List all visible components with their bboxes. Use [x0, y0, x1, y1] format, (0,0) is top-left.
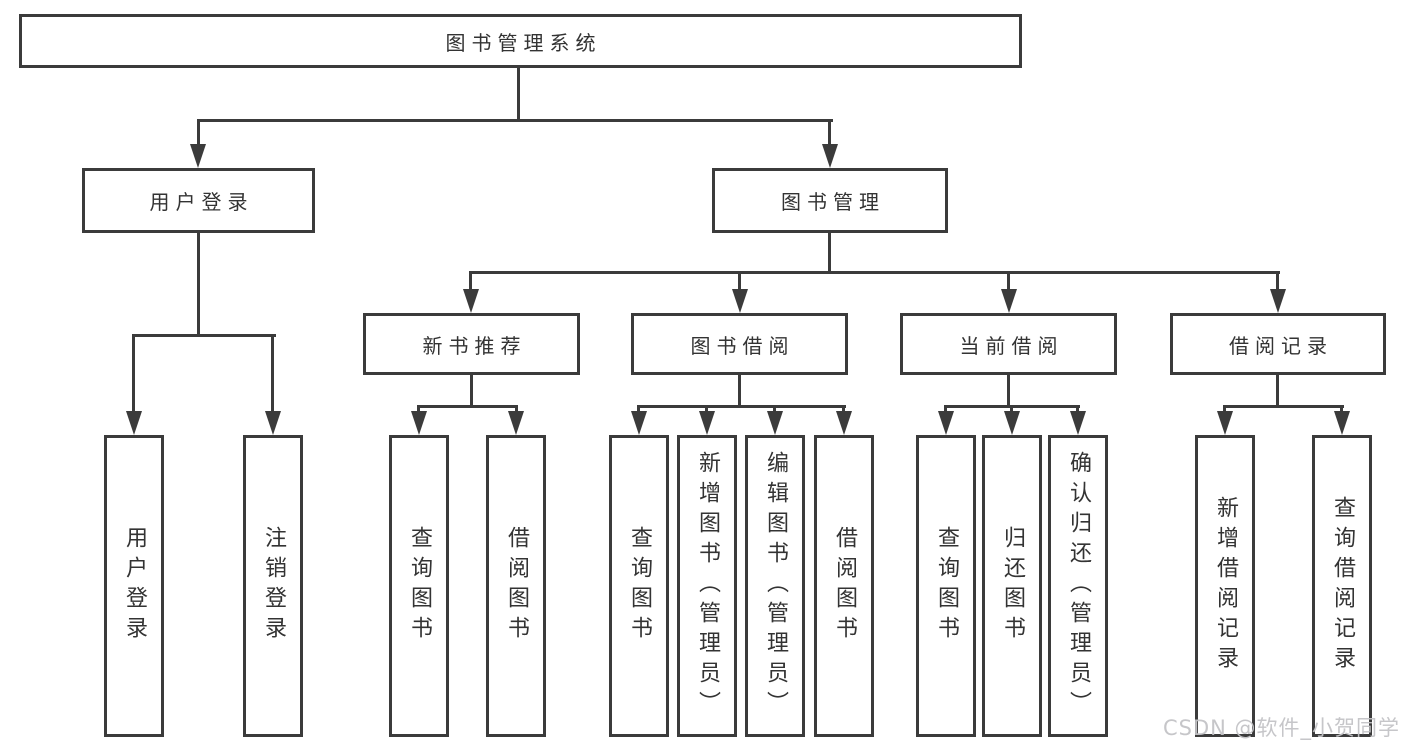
- arrow-down-icon: [938, 411, 954, 435]
- connector: [1076, 405, 1079, 415]
- leaf-query-books-current: 查询图书: [916, 435, 976, 737]
- leaf-label: 编辑图书（管理员）: [763, 451, 788, 721]
- connector: [705, 405, 708, 415]
- node-label: 用户登录: [149, 190, 254, 214]
- arrow-down-icon: [631, 411, 647, 435]
- connector: [637, 405, 846, 408]
- arrow-down-icon: [836, 411, 852, 435]
- leaf-label: 查询借阅记录: [1330, 496, 1355, 676]
- node-book-borrow: 图书借阅: [631, 313, 848, 375]
- connector: [470, 373, 473, 407]
- node-root-library-management-system: 图书管理系统: [19, 14, 1022, 68]
- connector: [469, 271, 472, 293]
- leaf-add-books-admin: 新增图书（管理员）: [677, 435, 737, 737]
- node-user-login: 用户登录: [82, 168, 315, 233]
- node-label: 借阅记录: [1229, 333, 1333, 358]
- arrow-down-icon: [126, 411, 142, 435]
- node-new-book-recommend: 新书推荐: [363, 313, 580, 375]
- connector: [417, 405, 420, 415]
- connector: [738, 271, 741, 293]
- leaf-query-books-recommend: 查询图书: [389, 435, 449, 737]
- node-label: 图书管理系统: [445, 30, 602, 55]
- arrow-down-icon: [1004, 411, 1020, 435]
- node-label: 图书借阅: [690, 333, 795, 358]
- arrow-down-icon: [411, 411, 427, 435]
- connector: [637, 405, 640, 415]
- leaf-query-borrow-record: 查询借阅记录: [1312, 435, 1372, 737]
- node-current-borrow: 当前借阅: [900, 313, 1117, 375]
- connector: [515, 405, 518, 415]
- connector: [1223, 405, 1344, 408]
- arrow-down-icon: [699, 411, 715, 435]
- connector: [944, 405, 947, 415]
- connector: [1007, 271, 1010, 293]
- node-borrow-record: 借阅记录: [1170, 313, 1386, 375]
- arrow-down-icon: [732, 289, 748, 313]
- leaf-add-borrow-record: 新增借阅记录: [1195, 435, 1255, 737]
- connector: [1223, 405, 1226, 415]
- watermark: CSDN @软件_小贺同学: [1163, 716, 1401, 740]
- leaf-edit-books-admin: 编辑图书（管理员）: [745, 435, 805, 737]
- leaf-query-books-borrow: 查询图书: [609, 435, 669, 737]
- connector: [132, 334, 276, 337]
- leaf-label: 新增图书（管理员）: [695, 451, 720, 721]
- leaf-label: 归还图书: [1000, 526, 1025, 646]
- connector: [517, 68, 520, 121]
- arrow-down-icon: [1334, 411, 1350, 435]
- node-label: 新书推荐: [422, 333, 527, 358]
- leaf-borrow-books-recommend: 借阅图书: [486, 435, 546, 737]
- connector: [773, 405, 776, 415]
- connector: [1276, 373, 1279, 407]
- connector: [1276, 271, 1279, 293]
- connector: [842, 405, 845, 415]
- leaf-return-books: 归还图书: [982, 435, 1042, 737]
- node-label: 图书管理: [781, 190, 885, 214]
- leaf-label: 借阅图书: [832, 526, 857, 646]
- node-book-management: 图书管理: [712, 168, 948, 233]
- leaf-confirm-return-admin: 确认归还（管理员）: [1048, 435, 1108, 737]
- connector: [738, 373, 741, 407]
- leaf-label: 新增借阅记录: [1213, 496, 1238, 676]
- leaf-label: 确认归还（管理员）: [1066, 451, 1091, 721]
- leaf-user-login: 用户登录: [104, 435, 164, 737]
- connector: [271, 334, 274, 414]
- node-label: 当前借阅: [959, 333, 1064, 358]
- arrow-down-icon: [1070, 411, 1086, 435]
- connector: [197, 119, 833, 122]
- leaf-label: 查询图书: [407, 526, 432, 646]
- arrow-down-icon: [1217, 411, 1233, 435]
- leaf-label: 借阅图书: [504, 526, 529, 646]
- connector: [469, 271, 1280, 274]
- arrow-down-icon: [463, 289, 479, 313]
- leaf-label: 查询图书: [627, 526, 652, 646]
- connector: [197, 119, 200, 147]
- leaf-logout: 注销登录: [243, 435, 303, 737]
- connector: [1007, 373, 1010, 407]
- leaf-label: 注销登录: [261, 526, 286, 646]
- connector: [132, 334, 135, 414]
- leaf-label: 查询图书: [934, 526, 959, 646]
- connector: [828, 233, 831, 273]
- connector: [417, 405, 518, 408]
- arrow-down-icon: [822, 144, 838, 168]
- arrow-down-icon: [508, 411, 524, 435]
- arrow-down-icon: [190, 144, 206, 168]
- arrow-down-icon: [265, 411, 281, 435]
- connector: [828, 119, 831, 147]
- connector: [1340, 405, 1343, 415]
- connector: [1010, 405, 1013, 415]
- arrow-down-icon: [767, 411, 783, 435]
- connector: [197, 232, 200, 336]
- leaf-label: 用户登录: [122, 526, 147, 646]
- arrow-down-icon: [1001, 289, 1017, 313]
- arrow-down-icon: [1270, 289, 1286, 313]
- leaf-borrow-books: 借阅图书: [814, 435, 874, 737]
